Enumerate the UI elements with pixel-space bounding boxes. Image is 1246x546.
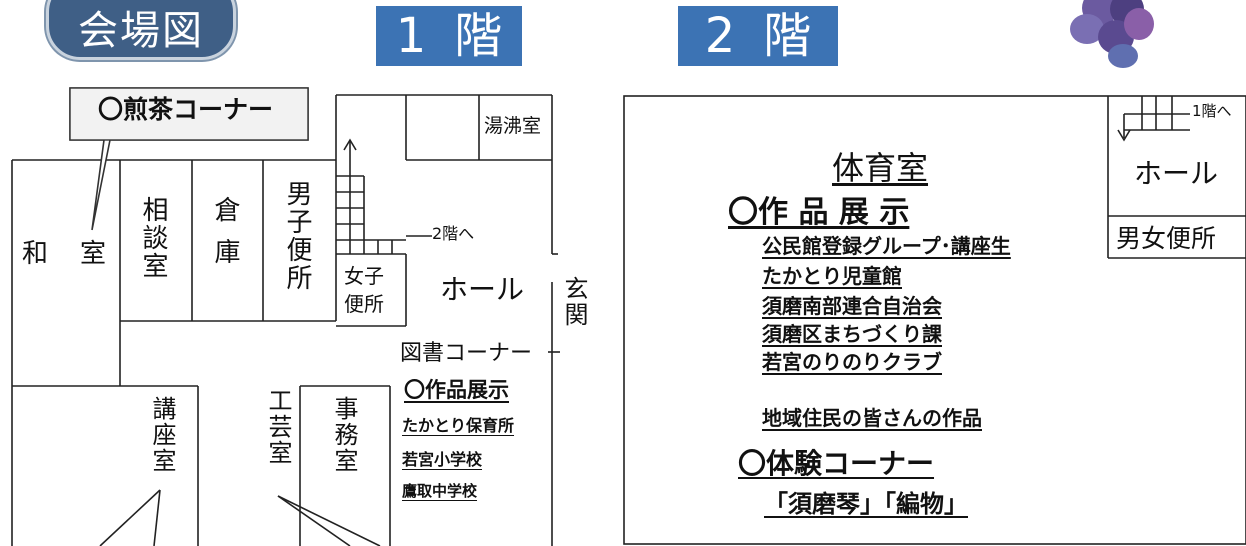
floor2-title: 2 階 [678, 6, 838, 66]
exhibit-group-3: 須磨南部連合自治会 [762, 294, 942, 318]
floor1-title: 1 階 [376, 6, 522, 66]
exhibit-group-2: たかとり児童館 [762, 264, 902, 288]
hall-label-floor1: ホール [440, 273, 525, 306]
experience-items: 「須磨琴」「編物」 [764, 490, 968, 518]
womens-toilet-label: 女子便所 [344, 264, 384, 316]
floor2-number: 2 [704, 8, 736, 64]
to-floor1-label: 1階へ [1192, 102, 1232, 120]
library-corner-label: 図書コーナー [400, 341, 533, 366]
tea-corner-callout: 〇煎茶コーナー [98, 95, 274, 124]
consultation-room-label: 相談室 [138, 196, 168, 280]
exhibitor-3: 鷹取中学校 [402, 482, 478, 500]
gym-label: 体育室 [832, 149, 929, 187]
craft-room-label: 工芸室 [264, 388, 292, 466]
office-label: 事務室 [330, 396, 358, 474]
floor2-exhibit-title: 〇作 品 展 示 [728, 195, 910, 230]
washitsu-label-2: 室 [80, 239, 107, 269]
experience-corner-title: 〇体験コーナー [738, 447, 935, 480]
exhibit-group-1: 公民館登録グループ･講座生 [762, 234, 1011, 258]
exhibitor-2: 若宮小学校 [402, 450, 483, 469]
exhibitor-1: たかとり保育所 [402, 416, 515, 435]
exhibit-group-5: 若宮のりのりクラブ [762, 350, 942, 374]
mens-toilet-label: 男子便所 [282, 180, 312, 292]
to-floor2-label: 2階へ [432, 224, 475, 243]
entrance-label: 玄関 [560, 276, 588, 328]
storage-label: 倉庫 [210, 196, 240, 280]
floor2-kanji: 階 [763, 8, 812, 64]
lecture-room-label: 講座室 [148, 396, 176, 474]
floor1-exhibit-title: 〇作品展示 [404, 378, 509, 402]
floor1-number: 1 [395, 8, 427, 64]
floor1-kanji: 階 [454, 8, 503, 64]
boiler-room-label: 湯沸室 [484, 115, 542, 137]
hall-label-floor2: ホール [1134, 157, 1219, 190]
washitsu-label-1: 和 [22, 239, 49, 269]
residents-works: 地域住民の皆さんの作品 [762, 406, 982, 430]
badge-label: 会場図 [78, 8, 204, 54]
venue-map-badge: 会場図 [46, 0, 236, 60]
exhibit-group-4: 須磨区まちづくり課 [762, 322, 942, 346]
unisex-toilet-label: 男女便所 [1116, 224, 1217, 253]
